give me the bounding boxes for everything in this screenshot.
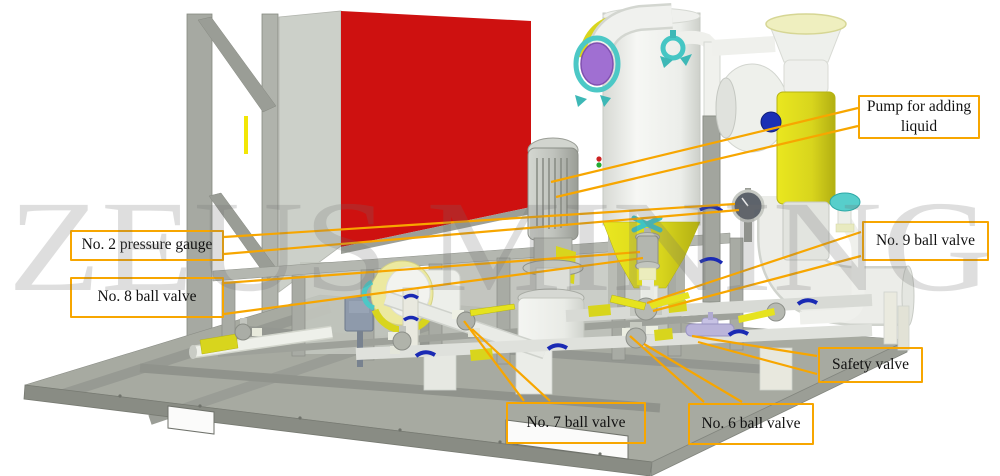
teal-clamp-icon (573, 35, 621, 93)
callout-label: No. 8 ball valve (97, 288, 197, 306)
callout-label: Safety valve (831, 355, 910, 373)
motor (527, 137, 579, 265)
callout-label: No. 7 ball valve (526, 413, 626, 431)
yellow-cable (244, 116, 248, 154)
callout-pump-for-adding-liquid: Pump for adding liquid (858, 95, 980, 139)
callout-safety-valve: Safety valve (818, 347, 923, 383)
forklift-slot (167, 405, 215, 435)
u-bolt-icon (414, 350, 437, 358)
u-bolt-icon (727, 329, 750, 337)
callout-no6-ball-valve: No. 6 ball valve (688, 403, 814, 445)
callout-label: No. 6 ball valve (701, 414, 801, 432)
callout-label: No. 2 pressure gauge (81, 236, 213, 254)
callout-label: No. 9 ball valve (875, 231, 975, 249)
teal-clamp-icon (660, 30, 692, 68)
callout-no9-ball-valve: No. 9 ball valve (862, 221, 989, 261)
callout-no2-pressure-gauge: No. 2 pressure gauge (70, 230, 224, 261)
callout-label: Pump for adding liquid (866, 97, 972, 135)
purple-flange (580, 42, 614, 86)
cabinet-side-panel (278, 10, 342, 293)
u-bolt-icon (402, 315, 420, 322)
left-pipe (189, 318, 333, 359)
callout-no8-ball-valve: No. 8 ball valve (70, 277, 224, 318)
red-cabinet (341, 11, 531, 254)
teal-handwheel-icon (829, 192, 861, 212)
callout-no7-ball-valve: No. 7 ball valve (506, 402, 646, 444)
front-left-valve (388, 326, 412, 354)
blue-knob (760, 111, 782, 133)
